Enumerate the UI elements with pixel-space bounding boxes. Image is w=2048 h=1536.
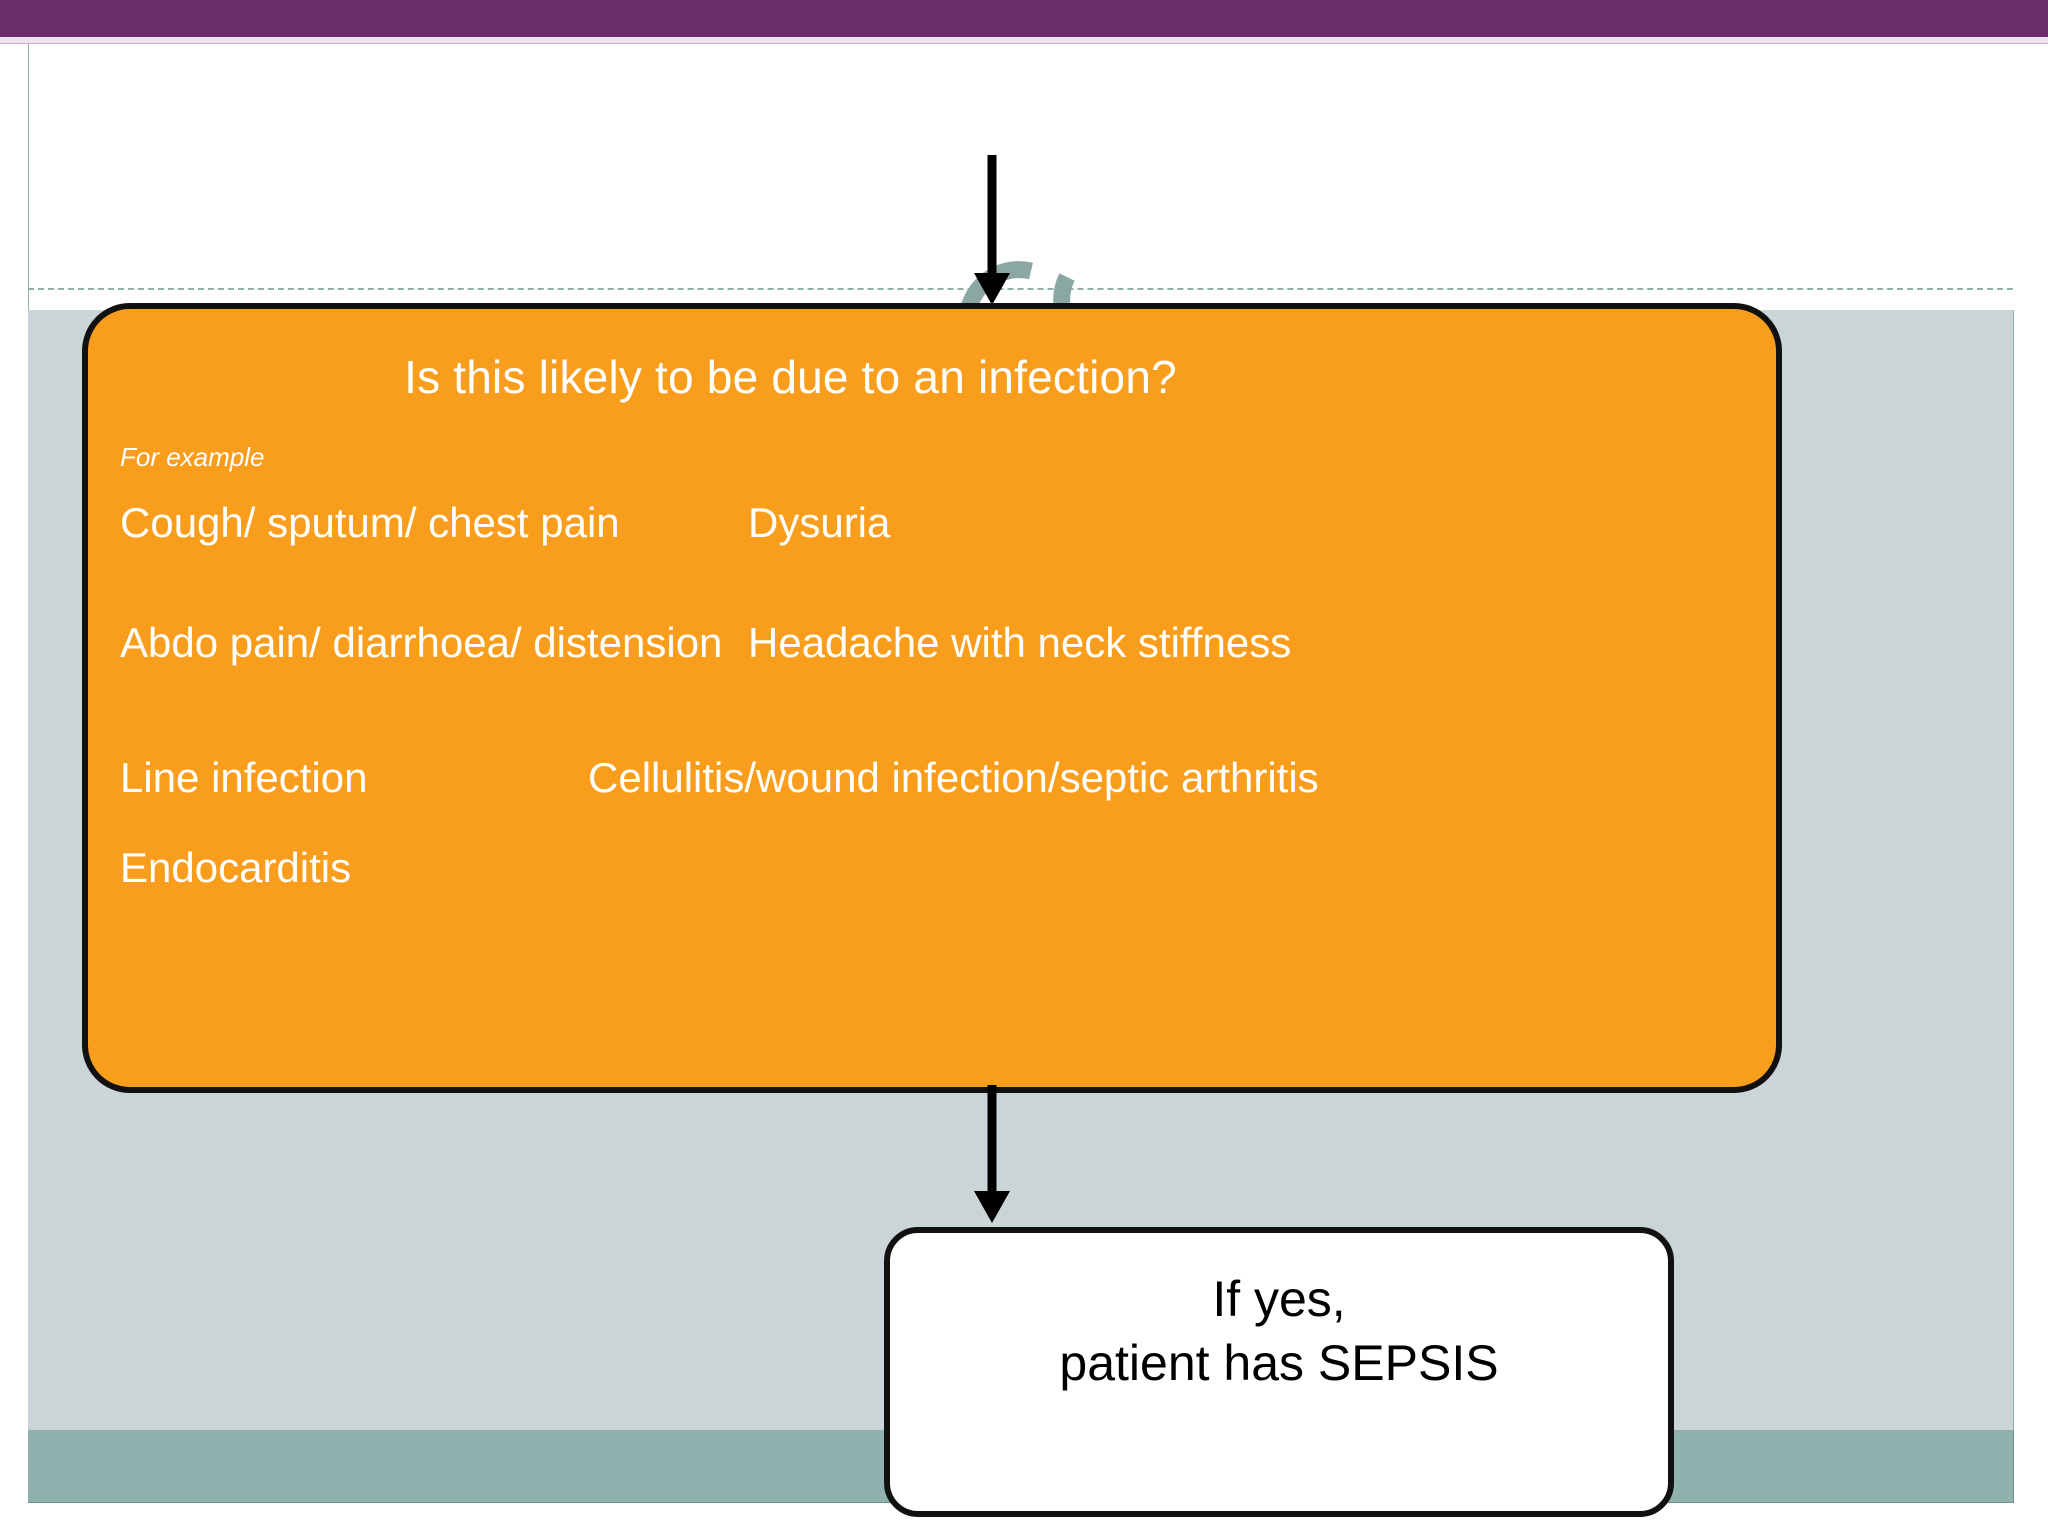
symptom-cellulitis-wound-septic-arthritis: Cellulitis/wound infection/septic arthri… (588, 754, 1319, 801)
infection-decision-box[interactable]: Is this likely to be due to an infection… (82, 303, 1782, 1093)
sepsis-outcome-box[interactable]: If yes, patient has SEPSIS (884, 1227, 1674, 1517)
top-purple-banner (0, 0, 2048, 37)
symptom-dysuria: Dysuria (748, 499, 891, 546)
symptom-endocarditis: Endocarditis (120, 844, 352, 891)
symptom-headache-neck-stiffness: Headache with neck stiffness (748, 619, 1292, 666)
outcome-line-2: patient has SEPSIS (1059, 1335, 1499, 1391)
decision-box-title: Is this likely to be due to an infection… (404, 351, 1177, 403)
symptom-cough-sputum-chest-pain: Cough/ sputum/ chest pain (120, 499, 620, 546)
symptom-line-infection: Line infection (120, 754, 368, 801)
outcome-line-1: If yes, (1212, 1271, 1346, 1327)
down-arrow-icon-middle (962, 1085, 1022, 1225)
down-arrow-icon-top (962, 155, 1022, 307)
top-lavender-strip (0, 37, 2048, 44)
symptom-abdo-pain-diarrhoea-distension: Abdo pain/ diarrhoea/ distension (120, 619, 723, 666)
for-example-label: For example (120, 442, 265, 472)
